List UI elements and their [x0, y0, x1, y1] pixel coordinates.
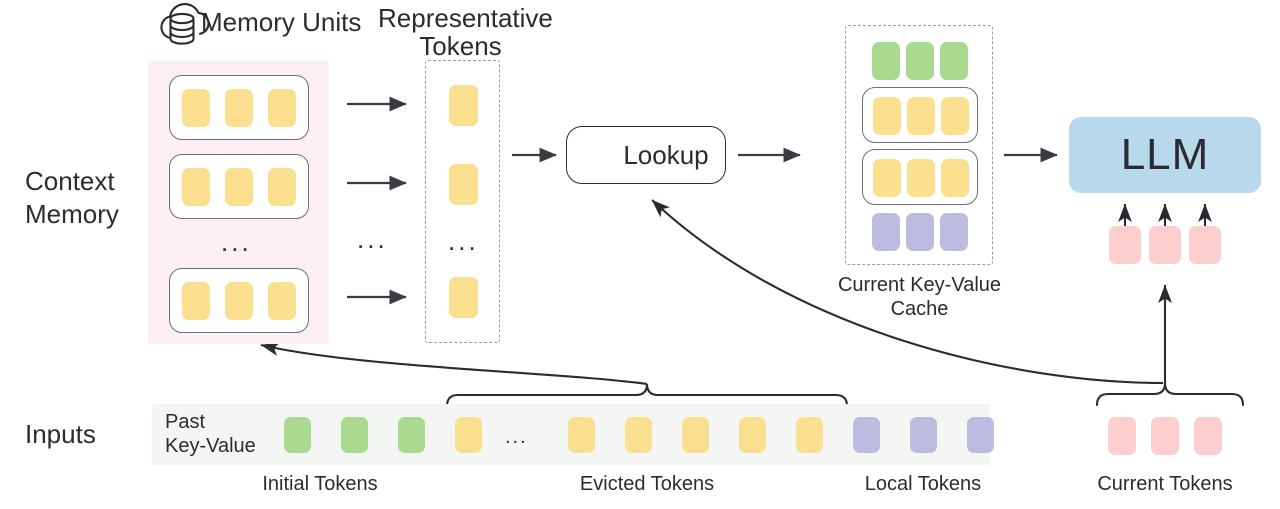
current-tokens-brace: [1095, 382, 1245, 407]
inputs-strip: Past Key-Value ...: [152, 404, 994, 465]
memory-token: [182, 168, 210, 206]
past-key-value-label-line2: Key-Value: [165, 435, 256, 457]
representative-token-2: [449, 164, 478, 205]
memory-token: [268, 282, 296, 320]
input-token-current: [1151, 417, 1179, 455]
current-kv-cache-label-line1: Current Key-Value: [837, 274, 1002, 296]
llm-label: LLM: [1120, 130, 1210, 179]
representative-tokens-ellipsis: ...: [448, 226, 479, 256]
local-tokens-caption: Local Tokens: [864, 473, 982, 495]
input-token-local: [910, 417, 937, 453]
representative-token-n: [449, 277, 478, 318]
input-token-evicted: [796, 417, 823, 453]
arrow-column-ellipsis: ...: [357, 224, 388, 254]
memory-token: [182, 89, 210, 127]
input-token-evicted: [739, 417, 766, 453]
cache-retrieved-unit-b[interactable]: [862, 149, 978, 205]
current-kv-cache-label-line2: Cache: [890, 298, 949, 320]
memory-token: [225, 89, 253, 127]
lookup-label: Lookup: [623, 139, 709, 170]
llm-input-token: [1109, 226, 1141, 264]
input-token-evicted: [568, 417, 595, 453]
input-token-evicted: [625, 417, 652, 453]
memory-units-ellipsis: ...: [221, 227, 252, 257]
representative-tokens-container: ...: [425, 60, 500, 343]
input-token-evicted: [682, 417, 709, 453]
cache-token-retrieved: [941, 97, 969, 135]
past-key-value-label-line1: Past: [165, 411, 206, 433]
memory-token: [268, 89, 296, 127]
current-tokens-caption: Current Tokens: [1097, 473, 1233, 495]
cache-token-initial: [872, 42, 900, 80]
llm-input-token: [1189, 226, 1221, 264]
inputs-label: Inputs: [25, 419, 96, 449]
cache-token-retrieved: [873, 97, 901, 135]
cache-token-retrieved: [873, 159, 901, 197]
lookup-button[interactable]: Lookup: [566, 126, 726, 184]
context-memory-panel: ...: [148, 61, 329, 344]
context-memory-label-line2: Memory: [25, 199, 119, 229]
input-token-current: [1108, 417, 1136, 455]
memory-token: [225, 282, 253, 320]
cache-token-local: [872, 213, 900, 251]
current-kv-cache-container: [845, 25, 993, 265]
input-token-current: [1194, 417, 1222, 455]
cache-retrieved-unit-a[interactable]: [862, 87, 978, 143]
input-token-initial: [398, 417, 425, 453]
evicted-tokens-brace: [445, 383, 849, 408]
evicted-tokens-ellipsis: ...: [505, 426, 528, 448]
cache-token-local: [940, 213, 968, 251]
memory-token: [225, 168, 253, 206]
input-token-initial: [284, 417, 311, 453]
input-token-local: [853, 417, 880, 453]
representative-token-1: [449, 85, 478, 126]
arrow-evicted-to-context-memory: [260, 342, 648, 386]
representative-tokens-label-line2: Tokens: [419, 31, 502, 61]
memory-units-label: Memory Units: [201, 7, 362, 37]
cache-token-retrieved: [907, 159, 935, 197]
initial-tokens-caption: Initial Tokens: [262, 473, 378, 495]
memory-token: [182, 282, 210, 320]
llm-input-token: [1149, 226, 1181, 264]
cache-token-retrieved: [941, 159, 969, 197]
cache-token-retrieved: [907, 97, 935, 135]
memory-unit-2[interactable]: [169, 154, 309, 219]
memory-unit-n[interactable]: [169, 268, 309, 333]
input-token-local: [967, 417, 994, 453]
evicted-tokens-caption: Evicted Tokens: [579, 473, 715, 495]
input-token-evicted: [455, 417, 482, 453]
representative-tokens-label-line1: Representative: [378, 3, 553, 33]
llm-box[interactable]: LLM: [1069, 117, 1261, 193]
cache-token-initial: [906, 42, 934, 80]
context-memory-label-line1: Context: [25, 166, 115, 196]
memory-token: [268, 168, 296, 206]
cache-token-initial: [940, 42, 968, 80]
cache-token-local: [906, 213, 934, 251]
memory-unit-1[interactable]: [169, 75, 309, 140]
input-token-initial: [341, 417, 368, 453]
